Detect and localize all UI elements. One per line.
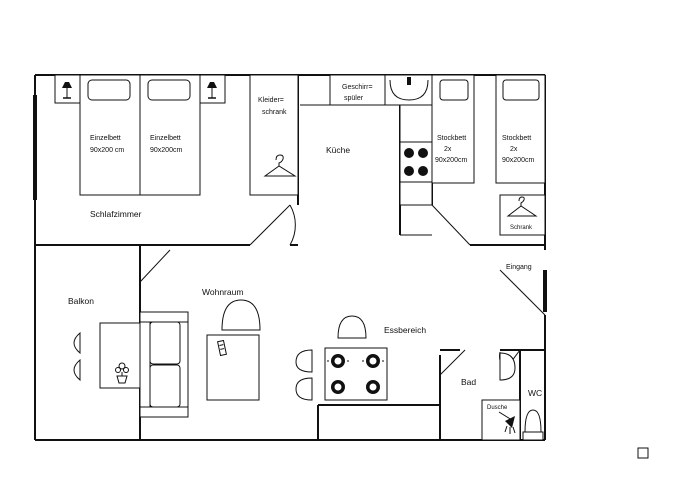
place-setting-icon xyxy=(327,354,384,394)
toilet-icon xyxy=(522,409,544,441)
pillow-icon xyxy=(439,79,469,101)
sofa-armrest xyxy=(139,311,189,323)
pillow-icon xyxy=(147,79,191,101)
bunk-right-name: Stockbett xyxy=(502,135,531,142)
bunk-left-count: 2x xyxy=(444,146,452,153)
room-label-schlafzimmer: Schlafzimmer xyxy=(90,209,142,219)
room-label-kueche: Küche xyxy=(326,145,350,155)
bathroom: Bad Dusche xyxy=(461,352,521,441)
shower-label: Dusche xyxy=(487,405,508,411)
pillow-icon xyxy=(502,79,540,101)
shower-head-icon xyxy=(498,411,516,434)
room-label-wohnraum: Wohnraum xyxy=(202,287,243,297)
room-label-essbereich: Essbereich xyxy=(384,325,426,335)
stove-burner-icon xyxy=(404,148,428,176)
bunk-right-count: 2x xyxy=(510,146,518,153)
hanger-icon xyxy=(506,196,538,217)
wardrobe-bedroom-line2: schrank xyxy=(262,109,287,116)
dining-chair xyxy=(295,377,313,401)
dishwasher-line2: spüler xyxy=(344,95,364,102)
dining-chair xyxy=(295,349,313,373)
dining-area: Essbereich xyxy=(295,315,426,401)
dining-chair xyxy=(337,315,367,339)
lamp-icon xyxy=(207,82,217,99)
faucet-icon xyxy=(407,77,411,85)
bunk-left-name: Stockbett xyxy=(437,135,466,142)
bed-right-size: 90x200cm xyxy=(150,147,182,154)
balcony-chair xyxy=(73,331,81,355)
bathroom-sink xyxy=(499,352,516,381)
bedroom: Einzelbett 90x200 cm Einzelbett 90x200cm… xyxy=(54,74,299,219)
remote-control-icon xyxy=(217,339,227,357)
living-room: Wohnraum xyxy=(139,287,261,418)
room-label-wc: WC xyxy=(528,388,542,398)
room-label-eingang: Eingang xyxy=(506,264,532,271)
balcony: Balkon xyxy=(68,296,141,389)
coffee-table xyxy=(206,334,260,401)
armchair xyxy=(221,299,261,331)
balcony-table xyxy=(99,322,141,389)
hanger-icon xyxy=(263,154,297,177)
sofa-armrest xyxy=(139,406,189,418)
stove xyxy=(399,141,433,183)
room-label-bad: Bad xyxy=(461,377,476,387)
pillow-icon xyxy=(87,79,131,101)
kids-room: Stockbett 2x 90x200cm Stockbett 2x 90x20… xyxy=(431,74,546,236)
kitchen: Geschirr= spüler Küche xyxy=(300,74,433,206)
bed-left-size: 90x200 cm xyxy=(90,147,124,154)
bed-right-name: Einzelbett xyxy=(150,135,181,142)
toilet-room: WC xyxy=(522,388,544,441)
flower-pot-icon xyxy=(115,362,129,384)
room-label-balkon: Balkon xyxy=(68,296,94,306)
wardrobe-bedroom xyxy=(249,74,299,196)
balcony-chair xyxy=(73,358,81,382)
sink-basin-icon xyxy=(389,79,429,101)
sofa-cushion xyxy=(149,364,181,408)
wardrobe-kids-label: Schrank xyxy=(510,225,533,231)
lamp-icon xyxy=(62,82,72,99)
bunk-right-size: 90x200cm xyxy=(502,157,534,164)
wardrobe-bedroom-line1: Kleider= xyxy=(258,97,284,104)
page-corner-mark xyxy=(637,447,649,459)
bed-left-name: Einzelbett xyxy=(90,135,121,142)
sofa-cushion xyxy=(149,321,181,365)
sofa-back xyxy=(139,321,151,408)
bunk-left-size: 90x200cm xyxy=(435,157,467,164)
dishwasher-line1: Geschirr= xyxy=(342,84,373,91)
